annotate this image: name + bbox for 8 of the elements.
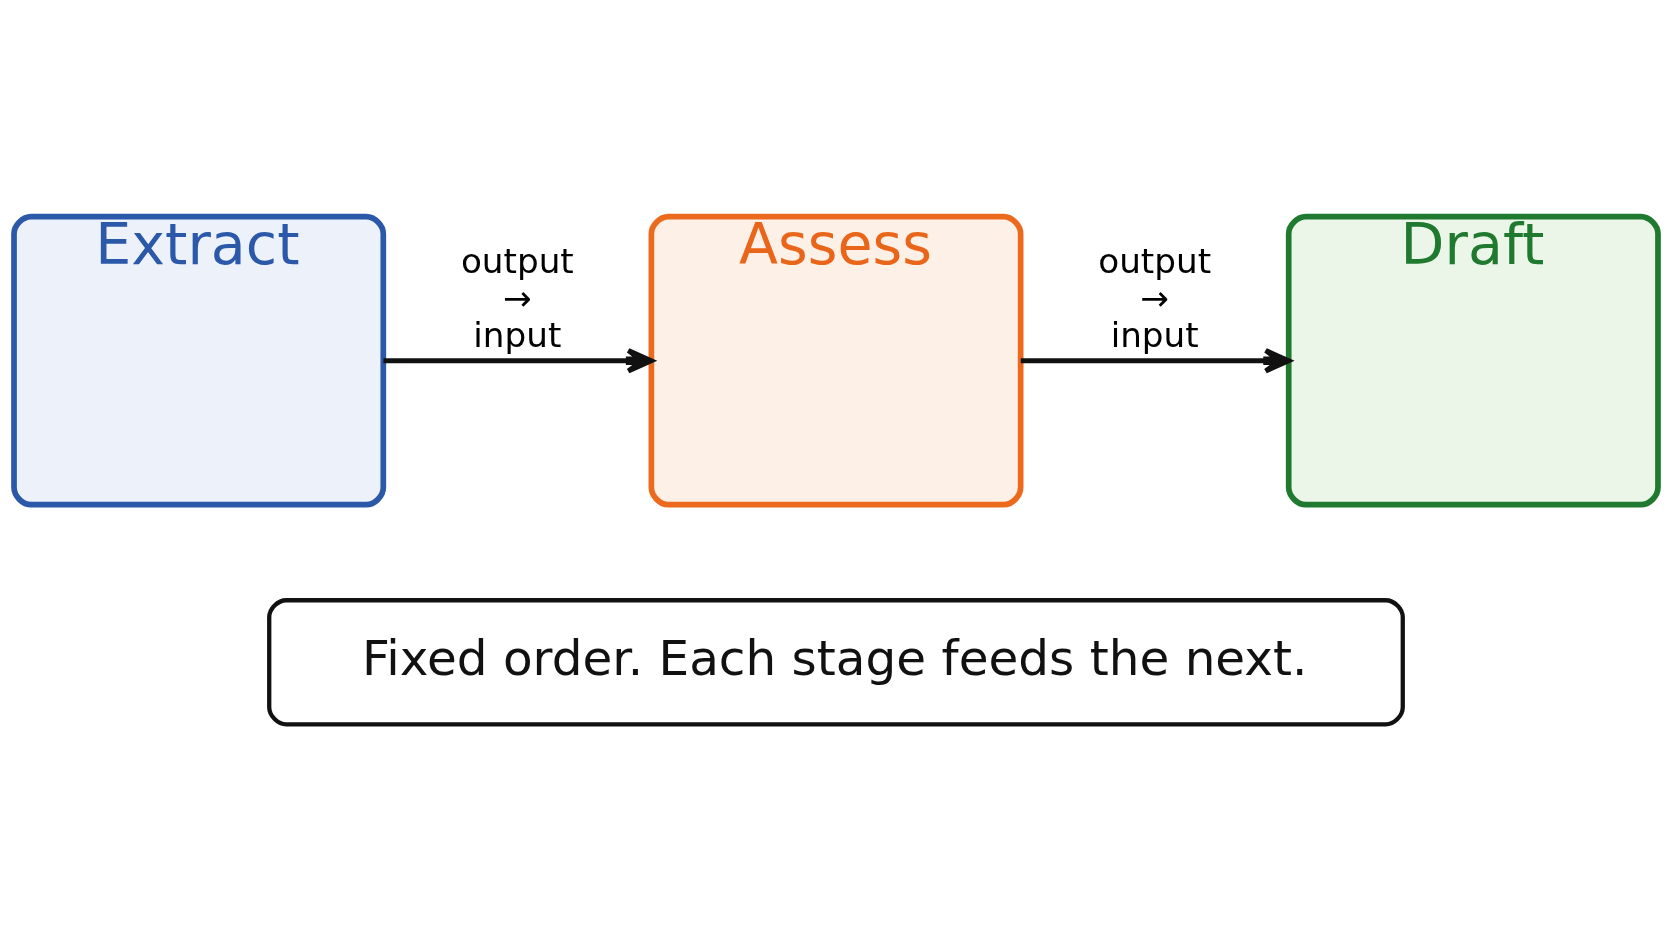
arrow [1020, 347, 1292, 374]
node-box: Fixed order. Each stage feeds the next. [267, 598, 1405, 727]
edge-label: output → input [460, 240, 574, 355]
edge-label: output → input [1098, 240, 1212, 355]
node-box: Extract [11, 213, 387, 508]
node-box: Draft [1285, 213, 1661, 508]
node-box: Assess [648, 213, 1024, 508]
arrow [383, 347, 654, 374]
